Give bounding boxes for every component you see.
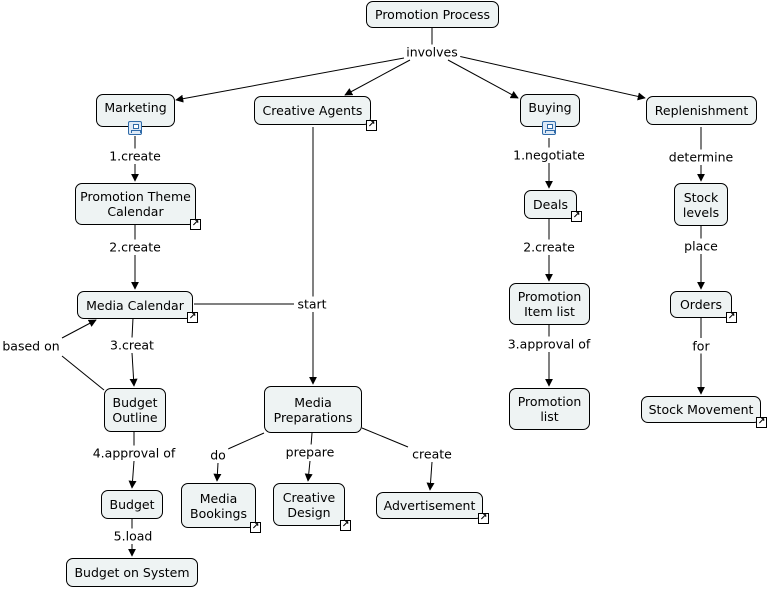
external-link-icon[interactable]: ↗ [571, 211, 582, 222]
link-approval-4: 4.approval of [90, 445, 178, 461]
line-mediaprep-prepare [310, 432, 313, 447]
concept-advertisement[interactable]: Advertisement [376, 492, 483, 519]
link-based-on: based on [0, 338, 62, 354]
concept-media-bookings[interactable]: Media Bookings [181, 483, 256, 528]
concept-promotion-item-list[interactable]: Promotion Item list [509, 283, 590, 325]
arrow-involves-marketing [175, 57, 405, 103]
concept-replenishment[interactable]: Replenishment [646, 96, 757, 125]
concept-deals[interactable]: Deals [524, 190, 577, 219]
line-mediacal-creat3 [131, 317, 134, 339]
concept-stock-movement[interactable]: Stock Movement [641, 396, 761, 423]
arrow-basedon-mediacal [61, 319, 97, 339]
link-create-2: 2.create [107, 239, 163, 255]
submap-icon[interactable] [128, 121, 142, 135]
line-budgetoutline-basedon [61, 355, 105, 391]
arrow-involves-buying [447, 59, 519, 99]
link-load-5: 5.load [111, 528, 155, 544]
concept-budget[interactable]: Budget [101, 490, 163, 519]
external-link-icon[interactable]: ↗ [726, 312, 737, 323]
concept-promotion-list[interactable]: Promotion list [509, 388, 590, 430]
concept-creative-agents[interactable]: Creative Agents [254, 96, 371, 125]
arrow-prepare-design [304, 460, 313, 482]
arrow-involves-creative [344, 59, 411, 96]
link-creat-3: 3.creat [108, 337, 156, 353]
arrow-do-bookings [213, 462, 222, 482]
line-mediaprep-create [361, 427, 409, 448]
arrow-create-advert [426, 461, 435, 491]
external-link-icon[interactable]: ↗ [478, 513, 489, 524]
arrow-creat3-budgetoutline [129, 352, 138, 387]
external-link-icon[interactable]: ↗ [366, 120, 377, 131]
arrow-involves-replenishment [457, 55, 646, 101]
concept-budget-on-system[interactable]: Budget on System [66, 558, 198, 587]
link-do: do [208, 447, 228, 463]
arrow-approval4-budget [128, 460, 137, 489]
concept-creative-design[interactable]: Creative Design [273, 483, 345, 526]
concept-promotion-theme-calendar[interactable]: Promotion Theme Calendar [75, 183, 196, 225]
concept-promotion-process[interactable]: Promotion Process [366, 1, 499, 28]
submap-icon[interactable] [542, 121, 556, 135]
concept-stock-levels[interactable]: Stock levels [674, 183, 728, 226]
link-create: create [410, 446, 454, 462]
external-link-icon[interactable]: ↗ [190, 219, 201, 230]
concept-orders[interactable]: Orders [670, 291, 732, 318]
link-create-2-buying: 2.create [521, 239, 577, 255]
concept-media-preparations[interactable]: Media Preparations [264, 386, 362, 433]
link-place: place [682, 238, 720, 254]
concept-budget-outline[interactable]: Budget Outline [104, 388, 166, 432]
external-link-icon[interactable]: ↗ [250, 522, 261, 533]
link-create-1: 1.create [107, 148, 163, 164]
line-mediaprep-do [227, 432, 265, 450]
link-start: start [295, 296, 329, 312]
link-negotiate-1: 1.negotiate [511, 147, 587, 163]
link-determine: determine [666, 149, 736, 165]
external-link-icon[interactable]: ↗ [756, 417, 767, 428]
link-prepare: prepare [283, 444, 337, 460]
concept-media-calendar[interactable]: Media Calendar [77, 291, 193, 319]
link-for: for [690, 338, 712, 354]
link-approval-3: 3.approval of [505, 336, 593, 352]
link-involves: involves [404, 44, 460, 60]
external-link-icon[interactable]: ↗ [187, 312, 198, 323]
external-link-icon[interactable]: ↗ [340, 520, 351, 531]
